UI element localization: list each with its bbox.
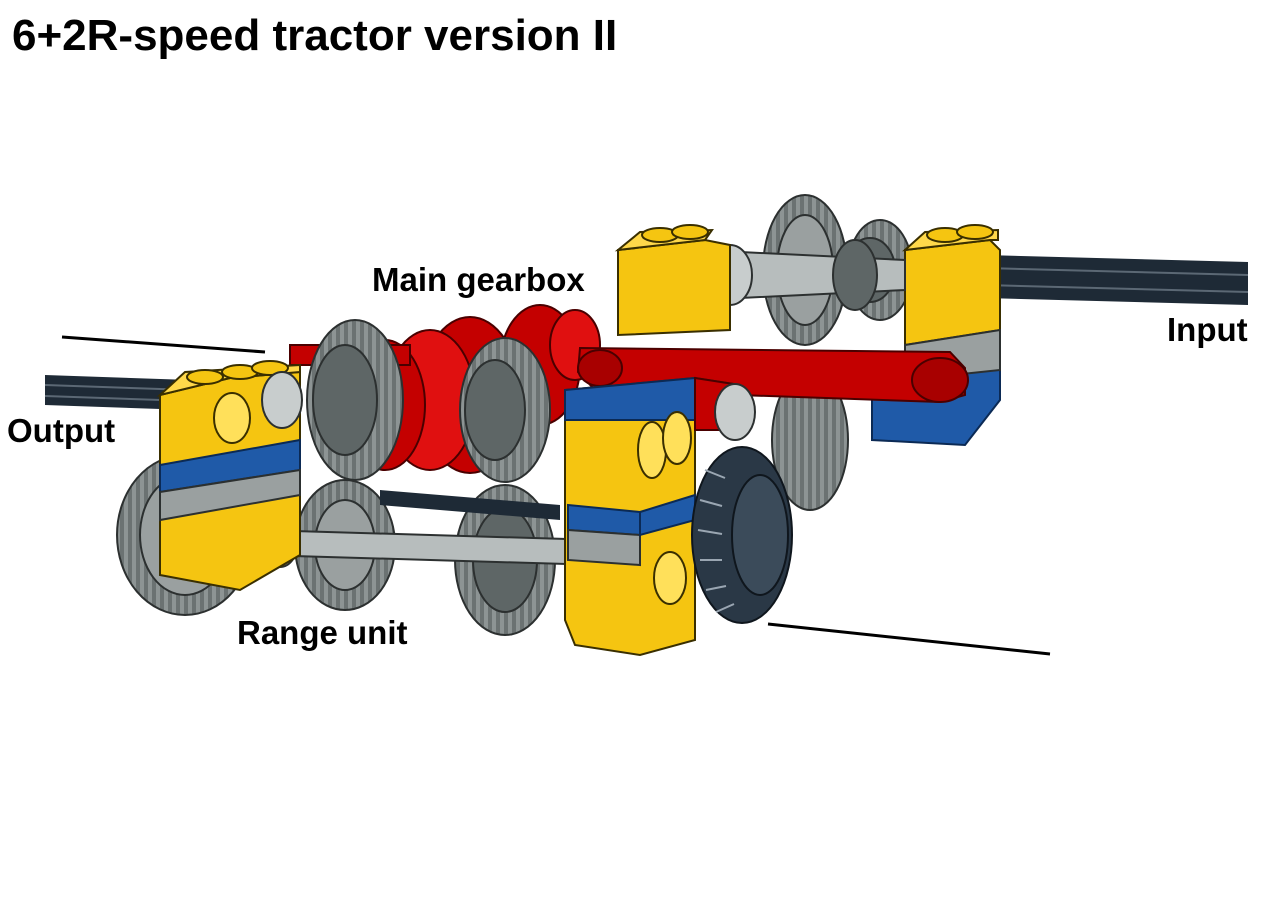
front-center-bearing-block (564, 376, 756, 657)
output-pointer-line (61, 335, 266, 354)
output-bearing-block (156, 360, 303, 592)
output-label: Output (7, 412, 116, 449)
front-wheel-tire (691, 446, 793, 624)
input-label: Input (1167, 311, 1248, 348)
input-axle (984, 255, 1249, 305)
range-unit-label: Range unit (237, 614, 408, 651)
main-gearbox-label: Main gearbox (372, 261, 585, 298)
page-title: 6+2R-speed tractor version II (12, 11, 618, 60)
main-gearbox-top-block (614, 224, 731, 337)
range-pointer-line (767, 622, 1051, 656)
main-gearbox-gray-gears (306, 319, 551, 483)
